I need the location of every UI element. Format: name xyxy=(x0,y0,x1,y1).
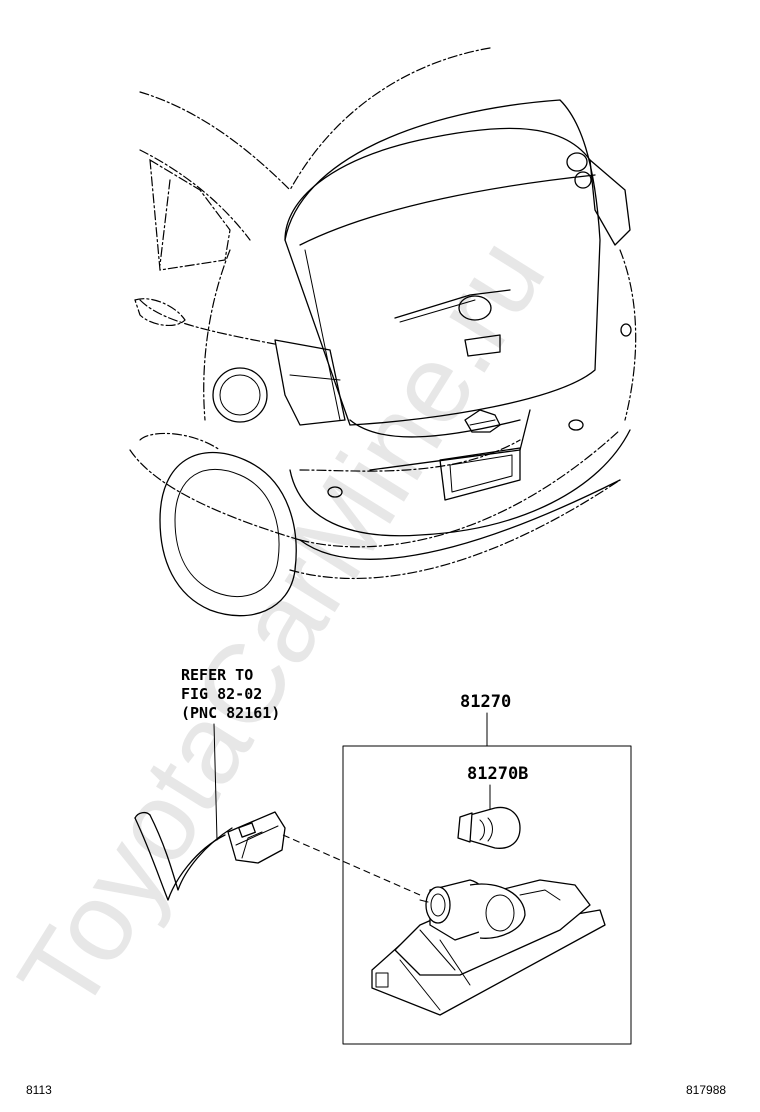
wire-harness-connector xyxy=(134,811,421,901)
bulb-icon xyxy=(457,806,521,849)
refer-note: REFER TO FIG 82-02 (PNC 82161) xyxy=(181,666,280,841)
part-number-81270: 81270 xyxy=(460,692,511,712)
refer-note-line1: REFER TO xyxy=(181,666,253,684)
refer-leader-line xyxy=(213,723,218,841)
refer-note-line2: FIG 82-02 xyxy=(181,685,262,703)
connection-dashed-line xyxy=(282,834,421,896)
footer-left-code: 8113 xyxy=(26,1083,52,1097)
part-number-81270B: 81270B xyxy=(467,764,528,784)
footer-right-code: 817988 xyxy=(686,1083,726,1097)
part-81270-box xyxy=(342,745,632,1045)
license-plate-lamp-icon xyxy=(371,879,606,1016)
refer-note-line3: (PNC 82161) xyxy=(181,704,280,722)
vehicle-rear-illustration xyxy=(129,47,637,617)
part-81270-group: 81270 81270B xyxy=(342,692,632,1045)
